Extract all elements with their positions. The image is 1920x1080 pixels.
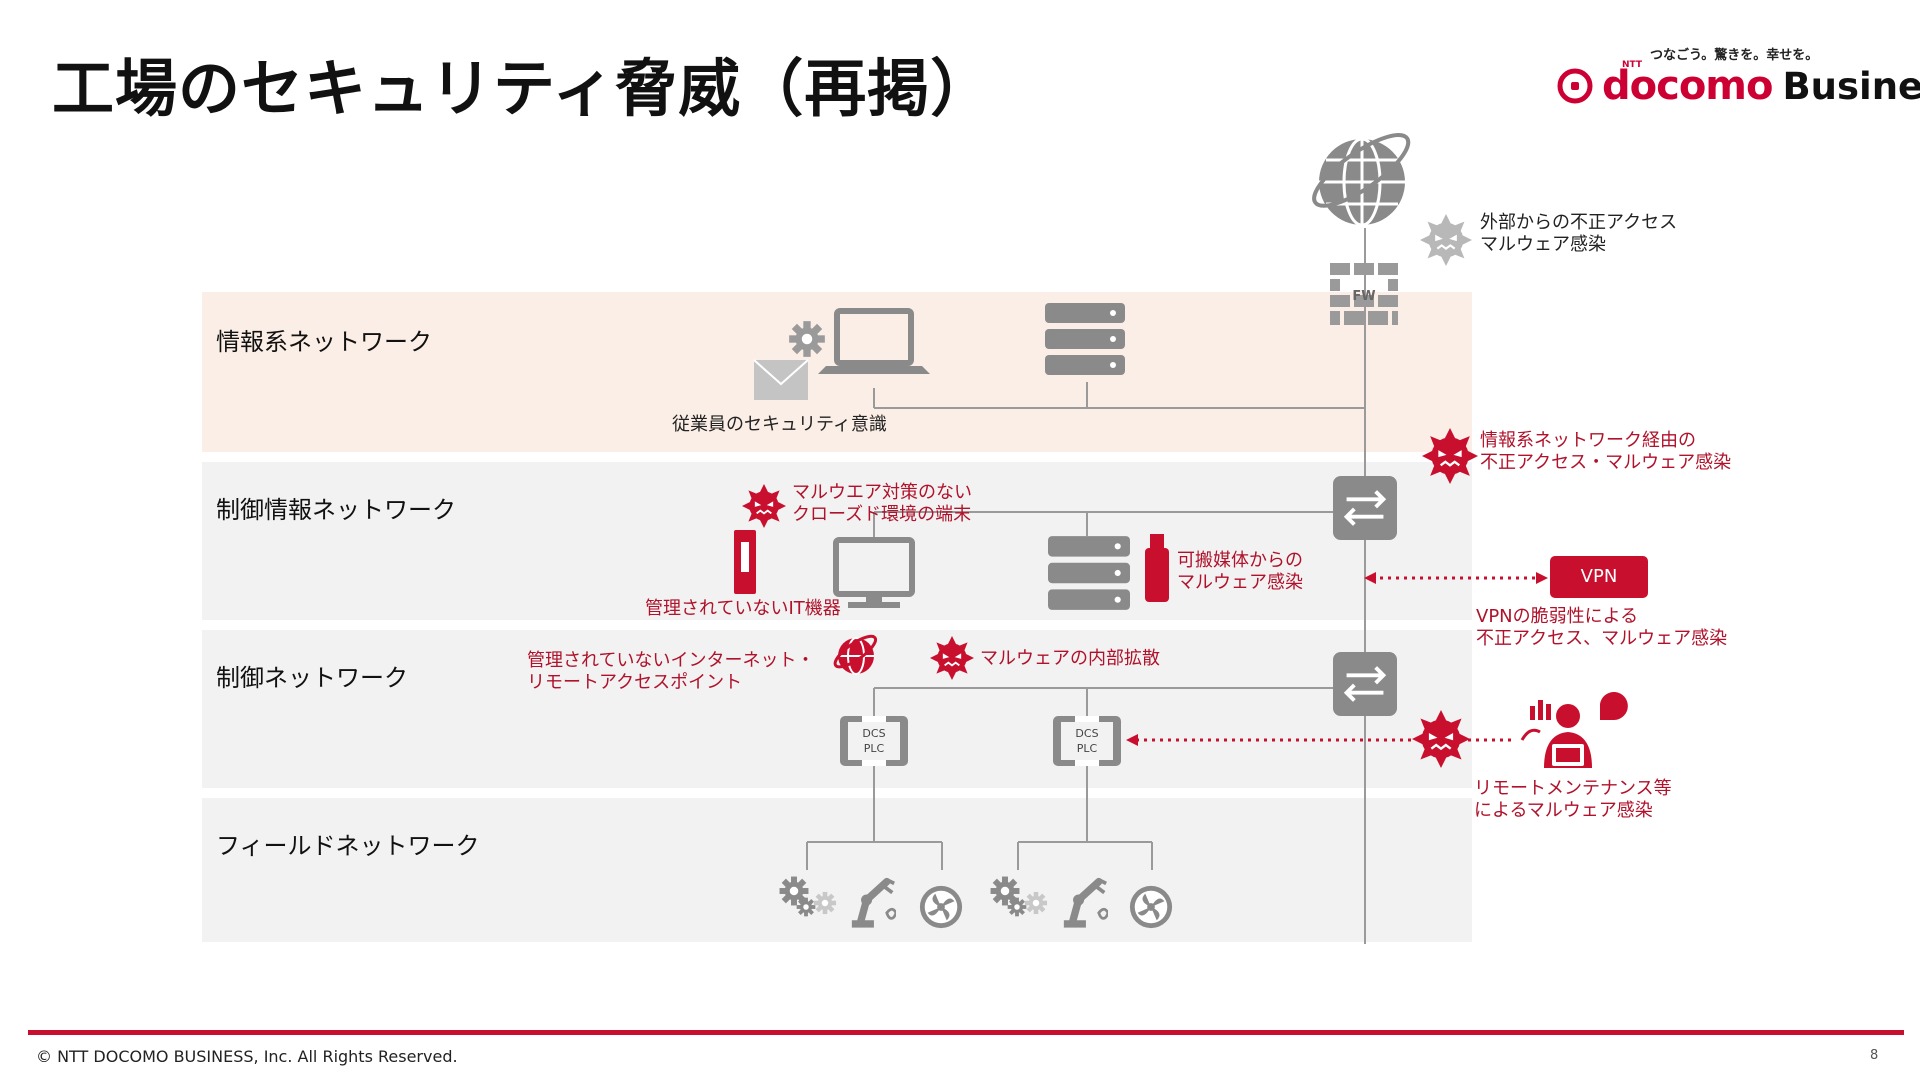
- label-control-network: 制御ネットワーク: [216, 664, 408, 692]
- removable-media-threat-text: 可搬媒体からの マルウェア感染: [1177, 550, 1303, 594]
- mail-icon: [753, 359, 809, 400]
- internal-spread-virus-icon: [930, 636, 974, 680]
- label-info-network: 情報系ネットワーク: [216, 328, 432, 356]
- robot-arm-icon: [852, 880, 896, 928]
- external-threat-line-2: マルウェア感染: [1480, 234, 1606, 255]
- closed-env-line-2: クローズド環境の端末: [792, 504, 972, 525]
- firewall-icon: [1330, 263, 1398, 325]
- field-devices-2: [990, 877, 1173, 929]
- fan-icon: [919, 885, 963, 929]
- internal-spread-threat-text: マルウェアの内部拡散: [980, 648, 1160, 669]
- external-threat-line-1: 外部からの不正アクセス: [1480, 212, 1678, 233]
- laptop-icon: [818, 308, 930, 374]
- external-threat-text: 外部からの不正アクセス マルウェア感染: [1480, 212, 1677, 256]
- unmanaged-it-threat-text: 管理されていないIT機器: [645, 598, 841, 619]
- monitor-icon: [833, 537, 915, 608]
- page-title: 工場のセキュリティ脅威（再掲）: [52, 52, 994, 125]
- dcs-plc-2: DCS PLC: [1053, 716, 1121, 766]
- vpn-vuln-line-1: VPNの脆弱性による: [1476, 606, 1639, 627]
- label-control-info-network: 制御情報ネットワーク: [216, 496, 456, 524]
- footer-divider: [28, 1030, 1904, 1035]
- internet-globe-icon: [1312, 133, 1411, 227]
- docomo-circle-logo-icon: [1557, 68, 1593, 104]
- via-info-threat-virus-icon: [1422, 428, 1478, 484]
- unmanaged-ap-globe-icon: [833, 634, 878, 675]
- vpn-vuln-threat-text: VPNの脆弱性による 不正アクセス、マルウェア感染: [1476, 606, 1727, 650]
- closed-env-line-1: マルウエア対策のない: [792, 482, 972, 503]
- control-info-server-icon: [1048, 536, 1130, 610]
- fw-label: FW: [1352, 289, 1375, 304]
- closed-env-threat-text: マルウエア対策のない クローズド環境の端末: [792, 482, 972, 526]
- field-small-gear-icon: [1007, 897, 1027, 917]
- remote-maint-line-1: リモートメンテナンス等: [1474, 778, 1672, 799]
- field-small-gear-icon: [796, 897, 816, 917]
- label-field-network: フィールドネットワーク: [216, 832, 480, 860]
- field-light-gear-icon: [813, 891, 837, 915]
- band-field-network: [202, 798, 1472, 942]
- removable-line-1: 可搬媒体からの: [1177, 550, 1303, 571]
- dcs-plc-1: DCS PLC: [840, 716, 908, 766]
- remote-maint-virus-icon: [1412, 710, 1470, 768]
- control-switch-icon: [1333, 652, 1397, 716]
- employee-awareness-text: 従業員のセキュリティ意識: [672, 414, 887, 435]
- via-info-line-2: 不正アクセス・マルウェア感染: [1480, 452, 1732, 473]
- page-number: 8: [1870, 1048, 1879, 1063]
- remote-maint-threat-text: リモートメンテナンス等 によるマルウェア感染: [1474, 778, 1672, 822]
- closed-env-threat-virus-icon: [742, 484, 786, 528]
- logo-docomo-text: docomo: [1602, 63, 1773, 109]
- dcs-label-2: DCS: [1075, 727, 1098, 740]
- docomo-business-logo: NTT docomo Business: [1556, 60, 1920, 110]
- info-server-icon: [1045, 303, 1125, 375]
- remote-engineer-icon: [1520, 692, 1628, 768]
- unmanaged-ap-threat-text: 管理されていないインターネット・ リモートアクセスポイント: [527, 650, 814, 694]
- brand-tagline: つなごう。驚きを。幸せを。: [1650, 48, 1819, 63]
- logo-ntt-text: NTT: [1622, 60, 1643, 70]
- via-info-threat-text: 情報系ネットワーク経由の 不正アクセス・マルウェア感染: [1480, 430, 1731, 474]
- plc-label-2: PLC: [1077, 742, 1098, 755]
- control-info-switch-icon: [1333, 476, 1397, 540]
- dcs-label-1: DCS: [862, 727, 885, 740]
- plc-label-1: PLC: [864, 742, 885, 755]
- unmanaged-ap-line-2: リモートアクセスポイント: [527, 672, 743, 693]
- remote-maint-line-2: によるマルウェア感染: [1474, 800, 1653, 821]
- removable-line-2: マルウェア感染: [1177, 572, 1303, 593]
- logo-business-text: Business: [1782, 64, 1920, 108]
- usb-drive-icon: [1145, 534, 1169, 602]
- copyright-text: © NTT DOCOMO BUSINESS, Inc. All Rights R…: [36, 1047, 458, 1066]
- field-devices-1: [779, 877, 963, 929]
- robot-arm-icon: [1064, 880, 1108, 928]
- fan-icon: [1129, 885, 1173, 929]
- router-icon: [734, 530, 756, 594]
- vpn-box: VPN: [1550, 556, 1648, 598]
- connector-lines: [806, 228, 1366, 944]
- external-threat-virus-icon: [1420, 214, 1472, 266]
- field-light-gear-icon: [1024, 891, 1048, 915]
- vpn-vuln-line-2: 不正アクセス、マルウェア感染: [1476, 628, 1728, 649]
- unmanaged-ap-line-1: 管理されていないインターネット・: [527, 650, 815, 671]
- malware-gear-icon: [789, 321, 825, 357]
- via-info-line-1: 情報系ネットワーク経由の: [1480, 430, 1696, 451]
